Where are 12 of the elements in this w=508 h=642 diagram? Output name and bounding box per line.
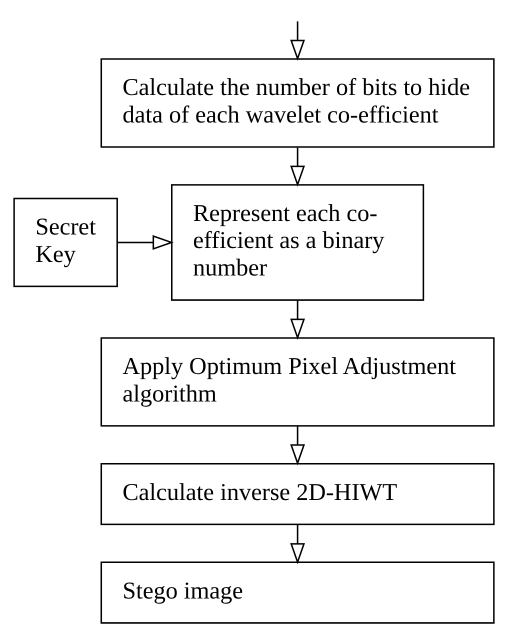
node-box: Represent each co-efficient as a binary number [171, 184, 424, 300]
arrow [290, 524, 306, 564]
node-box: Stego image [100, 561, 495, 624]
arrow [290, 425, 306, 465]
arrow [290, 300, 306, 340]
node-box: Calculate inverse 2D-HIWT [100, 462, 495, 525]
arrow [117, 234, 174, 250]
node-box: Apply Optimum Pixel Adjustment algorithm [100, 336, 495, 426]
arrow [290, 147, 306, 186]
arrow [290, 20, 306, 60]
node-box: Secret Key [13, 197, 118, 287]
node-box: Calculate the number of bits to hide data of each wavelet co-efficient [100, 58, 495, 148]
